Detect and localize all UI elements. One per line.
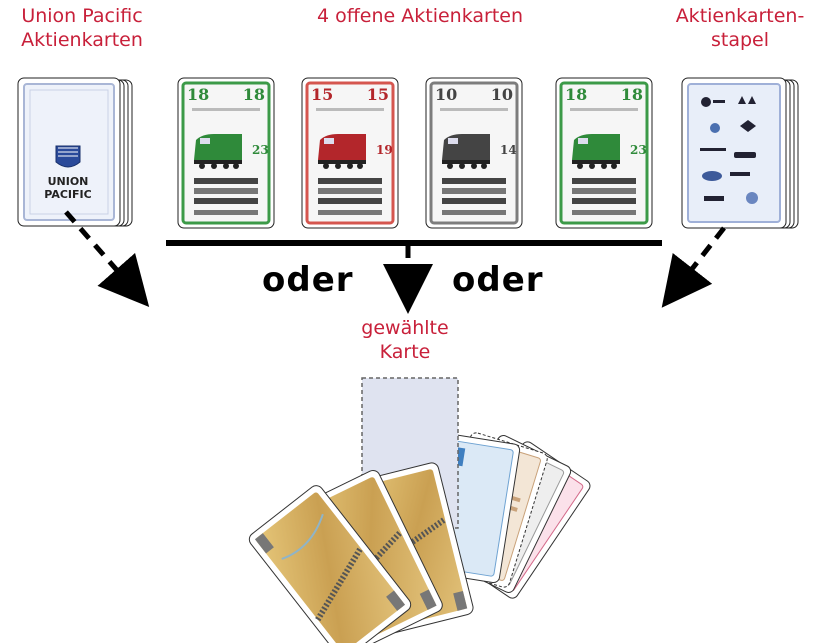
card-dividend-bar [572,188,636,194]
locomotive-icon [442,134,490,169]
card-price-value: 23 [630,143,647,157]
card-title-line [570,108,638,111]
open-cards-row: 18 18 23 15 15 19 10 10 14 18 18 23 [177,77,653,229]
stack-label-line2: stapel [710,29,770,51]
locomotive-icon [572,134,620,169]
card-dividend-bar [442,210,506,215]
open-card-green-1[interactable]: 18 18 23 [177,77,275,229]
union-pacific-card-stack[interactable]: UNION PACIFIC [17,77,133,227]
locomotive-icon [318,134,366,169]
card-dividend-bar [442,198,506,204]
hand-of-cards [248,377,591,643]
card-dividend-bar [318,178,382,184]
card-dividend-bar [194,178,258,184]
open-cards-bracket [166,240,662,246]
union-pacific-label-line1: Union Pacific [21,5,143,27]
card-corner-value-left: 15 [311,85,333,104]
card-price-value: 19 [376,143,393,157]
card-title-line [316,108,384,111]
card-dividend-bar [194,188,258,194]
card-dividend-bar [572,198,636,204]
union-pacific-label: Union Pacific Aktienkarten [2,4,162,52]
card-corner-value-left: 18 [565,85,587,104]
card-dividend-bar [194,198,258,204]
card-corner-value-right: 18 [621,85,643,104]
chosen-card-label-line1: gewählte [361,317,449,339]
card-dividend-bar [318,198,382,204]
card-title-line [192,108,260,111]
draw-card-stack[interactable] [681,77,799,229]
card-price-value: 14 [500,143,517,157]
card-corner-value-right: 15 [367,85,389,104]
card-corner-value-left: 18 [187,85,209,104]
union-pacific-shield-icon [55,145,81,168]
oder-left-label: oder [262,260,354,300]
union-pacific-logo-text-2: PACIFIC [44,188,91,201]
open-cards-label: 4 offene Aktienkarten [316,5,524,27]
card-title-line [440,108,508,111]
chosen-card-label-line2: Karte [379,341,431,363]
card-corner-value-left: 10 [435,85,457,104]
open-card-red[interactable]: 15 15 19 [301,77,399,229]
card-dividend-bar [442,188,506,194]
card-dividend-bar [194,210,258,215]
company-logos-icon [700,96,758,204]
card-corner-value-right: 10 [491,85,513,104]
card-dividend-bar [318,188,382,194]
open-card-green-2[interactable]: 18 18 23 [555,77,653,229]
locomotive-icon [194,134,242,169]
arrow-from-union-pacific [64,210,150,308]
union-pacific-logo-text-1: UNION [48,175,89,188]
card-dividend-bar [572,210,636,215]
stack-label-line1: Aktienkarten- [675,5,805,27]
arrow-from-stack [661,226,726,308]
card-corner-value-right: 18 [243,85,265,104]
card-dividend-bar [318,210,382,215]
card-price-value: 23 [252,143,269,157]
chosen-card-label: gewählte Karte [340,316,470,364]
oder-right-label: oder [452,260,544,300]
card-dividend-bar [442,178,506,184]
stack-label: Aktienkarten- stapel [660,4,820,52]
card-dividend-bar [572,178,636,184]
open-card-grey[interactable]: 10 10 14 [425,77,523,229]
union-pacific-label-line2: Aktienkarten [21,29,143,51]
